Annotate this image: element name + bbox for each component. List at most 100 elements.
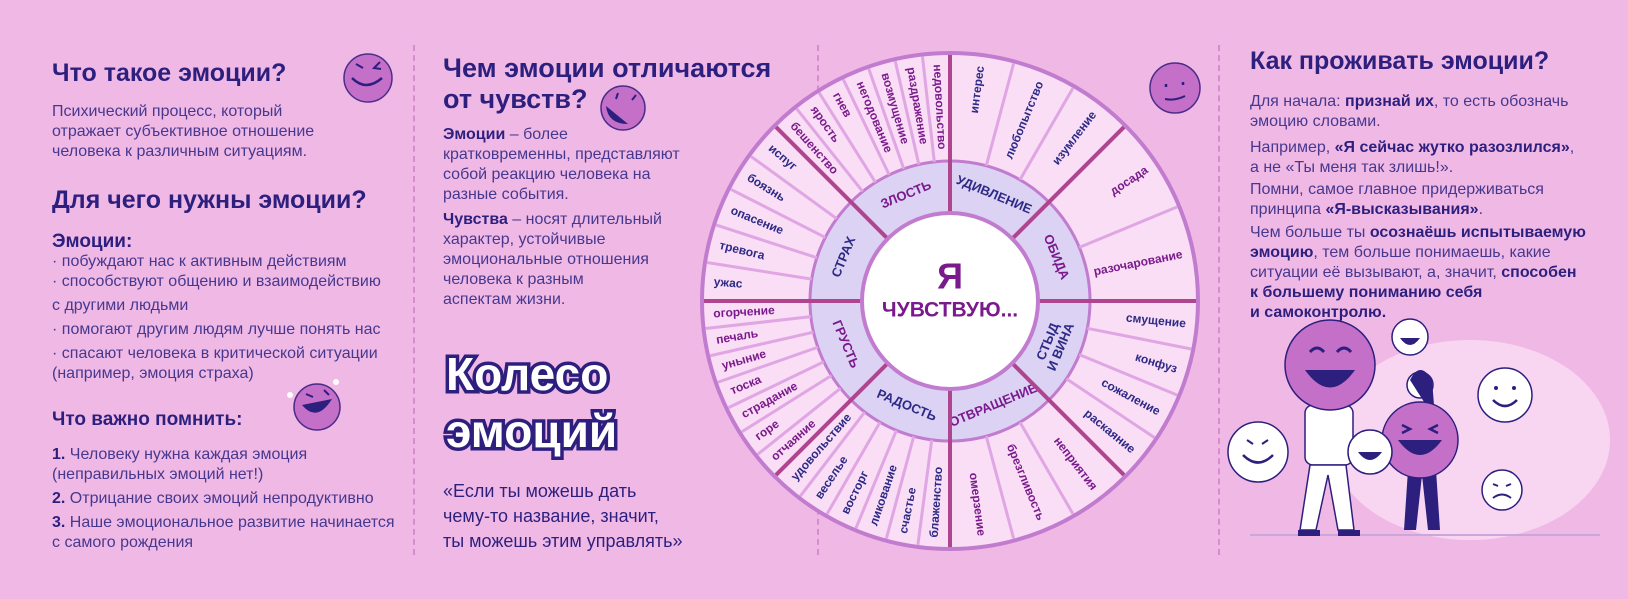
text: Отрицание своих эмоций непродуктивно: [69, 490, 374, 507]
emotion-word: горе: [752, 416, 782, 443]
bold-text: признай их: [1345, 93, 1434, 110]
word-divider: [750, 155, 838, 220]
text: (например, эмоция страха): [52, 365, 254, 382]
bold-text: «Я сейчас жутко разозлился»: [1334, 139, 1570, 156]
bold-text: Эмоции: [443, 126, 506, 143]
laughing-white-face-icon: [1347, 429, 1393, 475]
text-line: · спасают человека в критической ситуаци…: [52, 344, 381, 364]
open-mouth-face-icon: [600, 85, 646, 131]
smiling-face-icon: [1227, 421, 1289, 483]
emotion-word: брезгливость: [1004, 442, 1048, 523]
emotion-word: ярость: [808, 103, 843, 145]
emotion-word: огорчение: [713, 303, 775, 320]
why-emotions-title: Для чего нужны эмоции?: [52, 186, 367, 214]
text-line: 1. Человеку нужна каждая эмоция: [52, 445, 395, 465]
category-label-line: ОТВРАЩЕНИЕ: [947, 380, 1040, 430]
text-line: Например, «Я сейчас жутко разозлился»,: [1250, 138, 1574, 158]
text: Например,: [1250, 139, 1335, 156]
emotion-word: конфуз: [1134, 350, 1179, 376]
category-label-line: СТРАХ: [829, 234, 859, 279]
emotion-word: ужас: [713, 275, 743, 291]
text-line: Чувства – носят длительный: [443, 210, 662, 230]
quote: «Если ты можешь дать чему-то название, з…: [443, 479, 683, 554]
text: с самого рождения: [52, 534, 194, 551]
emotion-word: любопытство: [1002, 79, 1047, 161]
text: Наше эмоциональное развитие начинается: [69, 514, 395, 531]
word-divider: [717, 345, 819, 384]
category-label: ОТВРАЩЕНИЕ: [947, 380, 1040, 430]
text-line: человека к различным ситуациям.: [52, 142, 314, 162]
text: – более: [505, 126, 568, 143]
sector-divider: [1010, 361, 1126, 477]
text: (неправильных эмоций нет!): [52, 466, 264, 483]
emotion-word: возмущение: [878, 71, 912, 146]
word-divider: [1065, 377, 1156, 439]
emotion-word: неприятия: [1051, 434, 1101, 493]
center-text-line2: ЧУВСТВУЮ...: [882, 299, 1018, 322]
text: собой реакцию человека на: [443, 166, 651, 183]
word-divider: [984, 435, 1016, 540]
emotion-word: раздражение: [904, 66, 931, 146]
word-divider: [1078, 205, 1178, 249]
emotion-word: досада: [1107, 163, 1150, 198]
word-divider: [825, 421, 882, 515]
text: разные события.: [443, 186, 569, 203]
category-label-line: СТЫД: [1033, 320, 1062, 362]
text-line: с самого рождения: [52, 533, 395, 553]
word-divider: [817, 91, 877, 184]
text-line: с другими людьми: [52, 296, 381, 316]
category-label-line: И ВИНА: [1044, 320, 1077, 373]
word-divider: [715, 223, 818, 260]
emotion-word: сожаление: [1099, 375, 1163, 418]
sad-face-icon: [1481, 469, 1523, 511]
word-divider: [1078, 353, 1178, 397]
emotion-word: гнев: [830, 90, 855, 120]
remember-title: Что важно помнить:: [52, 409, 243, 430]
emotion-word: бешенство: [787, 119, 841, 177]
bold-text: эмоцию: [1250, 244, 1314, 261]
text: аспектам жизни.: [443, 291, 566, 308]
category-label: РАДОСТЬ: [875, 386, 939, 424]
emotions-label: Эмоции:: [52, 231, 133, 252]
text-line: а не «Ты меня так злишь!».: [1250, 158, 1574, 178]
text: человека к различным ситуациям.: [52, 143, 308, 160]
wheel-outer-ring: [700, 51, 1200, 551]
paragraph-1: Для начала: признай их, то есть обозначь…: [1250, 92, 1568, 132]
category-label-line: ЗЛОСТЬ: [878, 178, 933, 212]
category-label-line: УДИВЛЕНИЕ: [954, 172, 1034, 217]
emotion-word: удовольствие: [788, 410, 854, 483]
emotion-word: отчаяние: [768, 416, 818, 463]
emotion-word: блаженство: [927, 466, 946, 538]
text: , то есть обозначь: [1433, 93, 1569, 110]
word-divider: [916, 439, 934, 546]
bold-text: 2.: [52, 490, 70, 507]
bold-text: Чувства: [443, 211, 508, 228]
difference-title-line1: Чем эмоции отличаются: [443, 53, 772, 83]
category-label: УДИВЛЕНИЕ: [954, 172, 1034, 217]
text-line: Эмоции – более: [443, 125, 680, 145]
category-label-line: ОБИДА: [1040, 232, 1072, 282]
quote-line: ты можешь этим управлять»: [443, 531, 683, 551]
bold-text: к большему пониманию себя: [1250, 284, 1483, 301]
text-line: и самоконтролю.: [1250, 303, 1586, 323]
category-label: ОБИДА: [1040, 232, 1072, 282]
text: Для начала:: [1250, 93, 1346, 110]
emotion-word: опасение: [729, 203, 786, 237]
bold-text: 1.: [52, 446, 70, 463]
wheel-title-line1: Колесо: [442, 345, 611, 404]
wheel-category-ring: [808, 159, 1092, 443]
word-divider: [841, 78, 891, 176]
what-are-emotions-title: Что такое эмоции?: [52, 59, 287, 87]
emotion-word: страдание: [739, 379, 800, 421]
text-line: 3. Наше эмоциональное развитие начинаетс…: [52, 513, 395, 533]
word-divider: [893, 60, 921, 165]
laughing-face-icon: [287, 379, 341, 431]
word-divider: [1087, 326, 1192, 351]
emotion-word: омерзение: [967, 472, 989, 537]
category-label-line: РАДОСТЬ: [875, 386, 939, 424]
